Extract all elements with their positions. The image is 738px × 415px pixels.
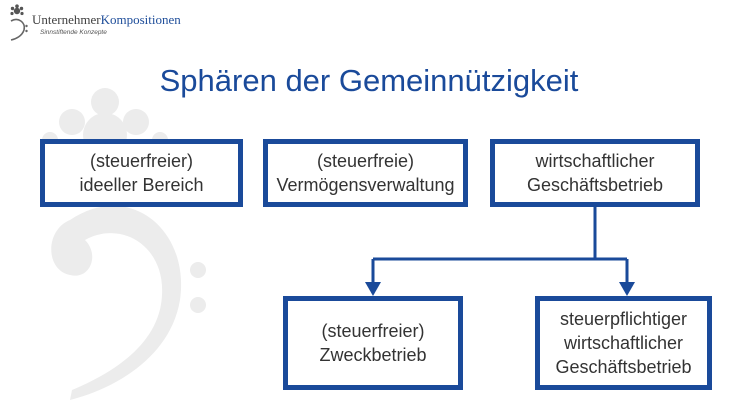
box-line: (steuerfreier) [89,151,194,171]
box-line: Vermögensverwaltung [276,175,455,195]
box-line: (steuerfreie) [316,151,415,171]
logo-name: UnternehmerKompositionen [32,12,181,28]
box-wirtschaftlicher-geschaeftsbetrieb: wirtschaftlicher Geschäftsbetrieb [490,139,700,207]
box-line: wirtschaftlicher [535,151,655,171]
box-line: ideeller Bereich [79,175,204,195]
box-line: Geschäftsbetrieb [526,175,664,195]
logo-name-part2: Kompositionen [100,12,181,27]
box-vermoegensverwaltung: (steuerfreie) Vermögensverwaltung [263,139,468,207]
box-line: (steuerfreier) [321,321,425,341]
box-line: steuerpflichtiger [559,309,688,329]
box-steuerpflichtiger-geschaeftsbetrieb: steuerpflichtiger wirtschaftlicher Gesch… [535,296,712,390]
box-line: Geschäftsbetrieb [555,357,692,377]
logo-tagline: Sinnstiftende Konzepte [40,29,107,36]
box-ideeller-bereich: (steuerfreier) ideeller Bereich [40,139,243,207]
box-line: wirtschaftlicher [563,333,684,353]
arrow-down-icon [365,282,381,296]
box-line: Zweckbetrieb [319,345,427,365]
logo-name-part1: Unternehmer [32,12,101,27]
brand-logo[interactable]: UnternehmerKompositionen Sinnstiftende K… [4,4,181,44]
box-zweckbetrieb: (steuerfreier) Zweckbetrieb [283,296,463,390]
logo-flower-icon [10,4,28,41]
arrow-down-icon [619,282,635,296]
page-title: Sphären der Gemeinnützigkeit [159,63,579,98]
